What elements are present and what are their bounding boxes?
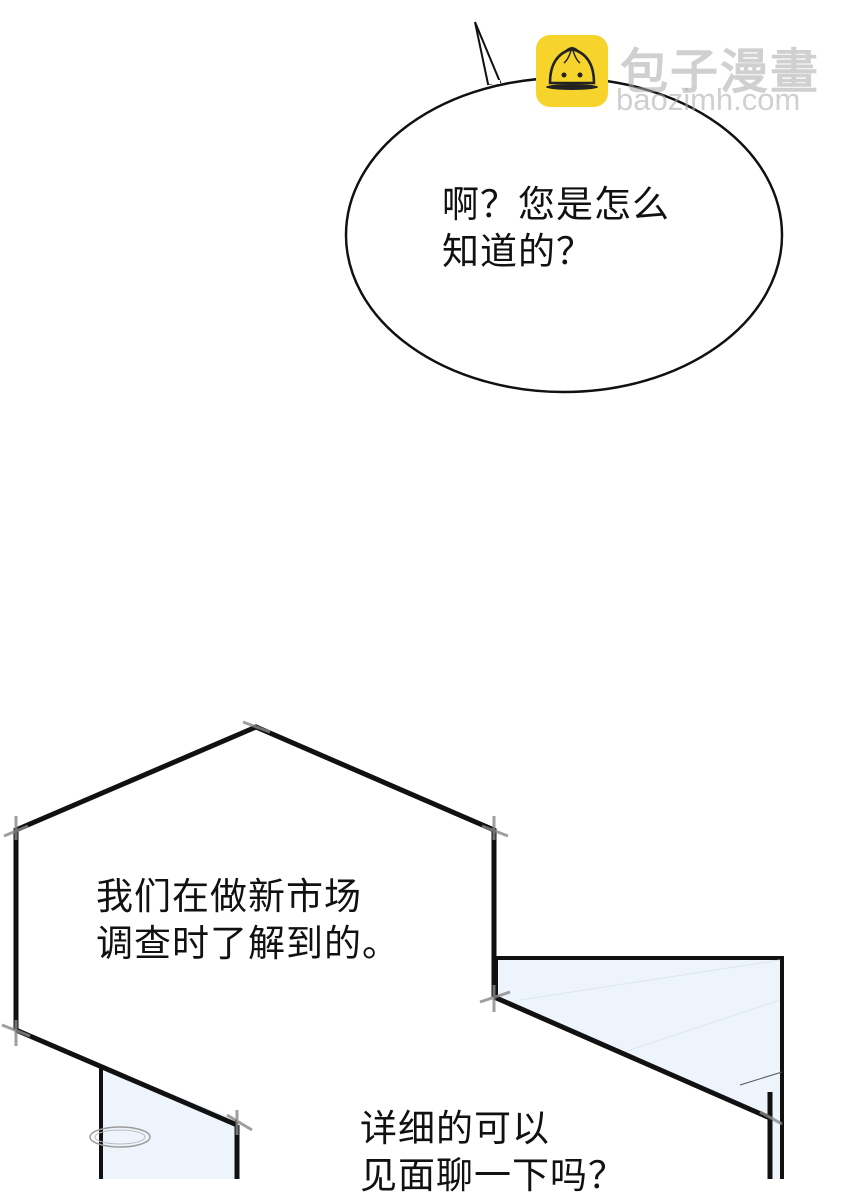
watermark-site-domain: baozimh.com xyxy=(616,82,801,117)
hexagon-speech-bubble-1 xyxy=(1,720,783,1179)
steamed-bun-logo-icon xyxy=(536,35,608,107)
bubble-text-1: 啊？您是怎么 知道的？ xyxy=(442,183,670,273)
watermark-site-name: 包子漫畫 xyxy=(620,44,821,100)
bubble-text-2: 我们在做新市场 调查时了解到的。 xyxy=(96,875,400,965)
bubble-text-3: 详细的可以 见面聊一下吗？ xyxy=(360,1107,626,1197)
